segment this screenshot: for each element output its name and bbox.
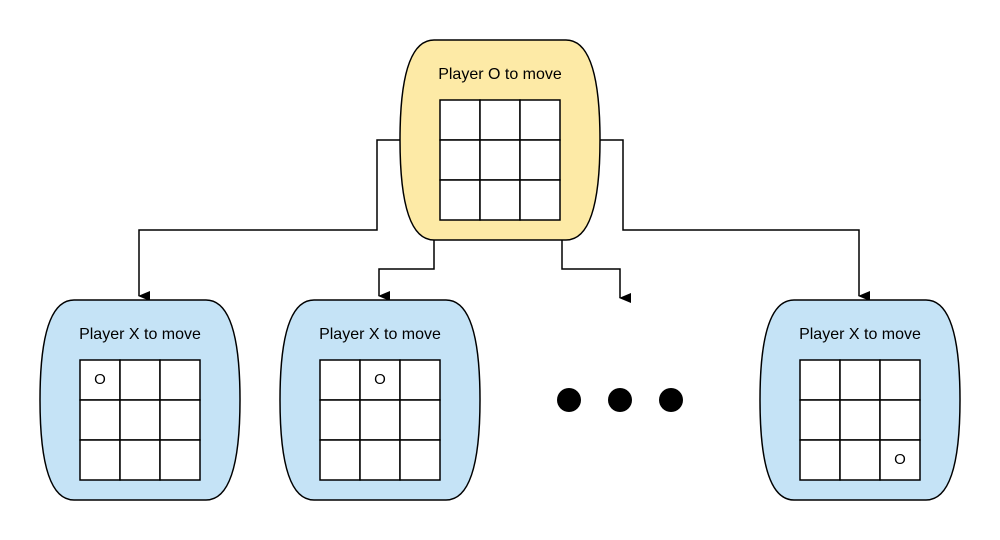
child-2-board: O (319, 359, 441, 481)
connector-to-child-3 (598, 139, 870, 301)
board-cell (359, 399, 401, 441)
ellipsis-dots (557, 388, 683, 412)
board-cell (439, 99, 481, 141)
board-cell (119, 359, 161, 401)
board-cell (119, 439, 161, 481)
child-node-2: Player X to move O (279, 299, 481, 501)
board-cell (319, 439, 361, 481)
board-cell (399, 359, 441, 401)
board-cell (519, 179, 561, 221)
root-node: Player O to move (399, 39, 601, 241)
board-cell (159, 439, 201, 481)
board-cell (319, 359, 361, 401)
board-cell (839, 399, 881, 441)
ellipsis-dot (659, 388, 683, 412)
ellipsis-dot (608, 388, 632, 412)
board-cell (359, 359, 401, 401)
board-cell (119, 399, 161, 441)
board-cell (399, 439, 441, 481)
board-cell (519, 99, 561, 141)
board-cell-mark: O (894, 451, 906, 468)
root-node-title: Player O to move (438, 66, 562, 83)
child-3-board: O (799, 359, 921, 481)
board-cell (79, 439, 121, 481)
connector-to-ellipsis (561, 240, 631, 303)
board-cell (79, 399, 121, 441)
board-cell-mark: O (374, 371, 386, 388)
board-cell (879, 359, 921, 401)
child-node-1: Player X to move O (39, 299, 241, 501)
board-cell (479, 99, 521, 141)
board-cell (439, 139, 481, 181)
board-cell (439, 179, 481, 221)
board-cell (799, 359, 841, 401)
ellipsis-dot (557, 388, 581, 412)
connector-to-child-2 (378, 240, 435, 301)
board-cell (479, 179, 521, 221)
child-1-board: O (79, 359, 201, 481)
child-node-3-title: Player X to move (799, 326, 921, 343)
connectors (138, 139, 870, 303)
board-cell (479, 139, 521, 181)
child-node-1-title: Player X to move (79, 326, 201, 343)
board-cell (879, 439, 921, 481)
board-cell-mark: O (94, 371, 106, 388)
board-cell (799, 399, 841, 441)
board-cell (839, 439, 881, 481)
child-node-2-title: Player X to move (319, 326, 441, 343)
board-cell (359, 439, 401, 481)
board-cell (399, 399, 441, 441)
board-cell (839, 359, 881, 401)
child-node-3: Player X to move O (759, 299, 961, 501)
board-cell (159, 359, 201, 401)
board-cell (879, 399, 921, 441)
connector-to-child-1 (138, 139, 402, 301)
root-board (439, 99, 561, 221)
board-cell (799, 439, 841, 481)
board-cell (319, 399, 361, 441)
board-cell (519, 139, 561, 181)
board-cell (159, 399, 201, 441)
